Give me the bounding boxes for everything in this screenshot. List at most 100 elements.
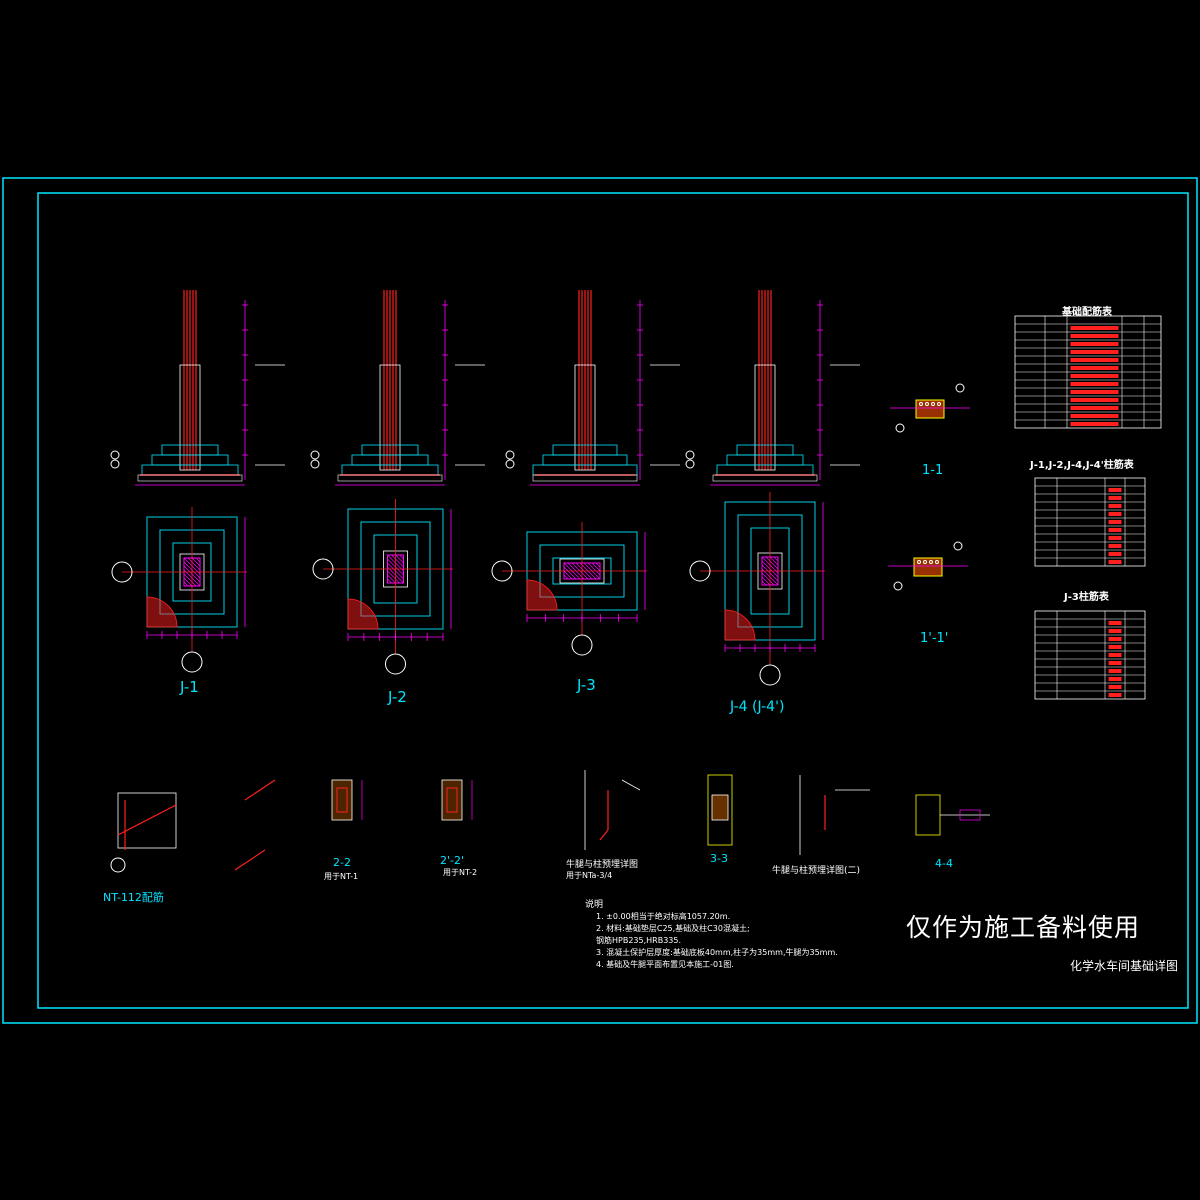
axis-bubble	[312, 558, 334, 580]
rebar-dot	[931, 402, 935, 406]
table-column-3	[1034, 610, 1146, 700]
table-rebar-shape	[1070, 358, 1119, 362]
detail-sketch-2	[234, 849, 266, 871]
column-outline	[379, 364, 401, 471]
section-box	[913, 557, 943, 577]
bubble	[110, 459, 120, 469]
notes-title: 说明	[585, 900, 604, 910]
rebar-tables	[1014, 315, 1162, 700]
table-rebar-shape	[1070, 398, 1119, 402]
section-box	[915, 399, 945, 419]
detail-sketch-1	[244, 779, 276, 801]
table-rebar-shape	[1108, 504, 1122, 508]
hatch-line	[761, 572, 775, 586]
hatch-line	[563, 574, 569, 580]
outer-frame	[2, 177, 1198, 1024]
detail-label-4-4: 4-4	[935, 857, 953, 870]
axis-bubble	[181, 651, 203, 673]
table-rebar-shape	[1108, 520, 1122, 524]
detail-3-3	[707, 774, 733, 846]
detail-label-corbel-2: 牛腿与柱预埋详图(二)	[772, 866, 861, 876]
table-rebar-shape	[1070, 334, 1119, 338]
bubble	[505, 450, 515, 460]
axis-bubble	[111, 561, 133, 583]
footing-elevation-4	[685, 290, 860, 486]
bubble	[953, 541, 963, 551]
detail-sub-2-2: 用于NT-1	[324, 872, 359, 881]
table-rebar-shape	[1108, 669, 1122, 673]
corbel-rebar	[336, 787, 348, 813]
table-rebar-shape	[1108, 685, 1122, 689]
bubble	[310, 459, 320, 469]
hatch-line	[399, 554, 404, 560]
table-rebar-shape	[1108, 536, 1122, 540]
table-title-column-3: J-3柱筋表	[1064, 592, 1109, 603]
bubble	[955, 383, 965, 393]
table-rebar-shape	[1108, 653, 1122, 657]
notes-line-3: 钢筋HPB235,HRB335.	[596, 936, 682, 945]
rebar-dot	[917, 560, 921, 564]
rebar-dot	[935, 560, 939, 564]
embed-plate	[711, 794, 729, 821]
table-rebar-shape	[1108, 512, 1122, 516]
rebar-dot	[925, 402, 929, 406]
table-rebar-shape	[1108, 528, 1122, 532]
footing-plan-3	[491, 522, 647, 656]
table-rebar-shape	[1070, 422, 1119, 426]
section-label-1p-1p: 1'-1'	[920, 631, 949, 646]
detail-outline	[707, 774, 733, 846]
hatch-line	[769, 556, 779, 566]
footing-plan-4	[689, 492, 825, 686]
table-rebar-shape	[1070, 326, 1119, 330]
detail-label-2p-2p: 2'-2'	[440, 854, 465, 867]
table-border	[1034, 610, 1146, 700]
bubble	[110, 450, 120, 460]
table-rebar-shape	[1108, 552, 1122, 556]
corbel-section	[441, 779, 463, 821]
rebar-corner	[347, 598, 379, 630]
hatch-line	[187, 557, 201, 571]
rebar-corner	[146, 596, 178, 628]
table-rebar-shape	[1108, 693, 1122, 697]
footing-label-j2: J-2	[388, 688, 407, 706]
detail-sub-corbel-1: 用于NTa-3/4	[566, 871, 613, 880]
column-sections	[888, 383, 970, 591]
table-rebar-shape	[1108, 560, 1122, 564]
hatch-line	[773, 556, 779, 562]
hatch-line	[191, 557, 201, 567]
footing-bed	[532, 474, 638, 482]
axis-bubble	[759, 664, 781, 686]
notes-line-5: 4. 基础及牛腿平面布置见本施工-01图.	[596, 960, 734, 969]
column-section-1	[890, 383, 970, 433]
hatch-line	[595, 562, 601, 568]
axis-bubble	[571, 634, 593, 656]
table-column-1	[1034, 477, 1146, 567]
table-rebar-shape	[1070, 414, 1119, 418]
table-rebar-shape	[1108, 645, 1122, 649]
table-footing	[1014, 315, 1162, 429]
table-title-footing: 基础配筋表	[1062, 307, 1112, 318]
hatch-line	[591, 562, 601, 572]
hatch-line	[563, 570, 573, 580]
detail-outline	[117, 792, 177, 849]
hatch-line	[587, 562, 601, 576]
notes-line-1: 1. ±0.00相当于绝对标高1057.20m.	[596, 912, 731, 921]
hatch-line	[765, 556, 779, 570]
table-rebar-shape	[1108, 544, 1122, 548]
hatch-line	[395, 554, 404, 564]
detail-label-2-2: 2-2	[333, 856, 351, 869]
detail-label-corbel-1: 牛腿与柱预埋详图	[566, 860, 639, 870]
detail-4-4	[915, 794, 990, 836]
detail-section-1	[331, 779, 363, 821]
table-rebar-shape	[1108, 488, 1122, 492]
detail-label-3-3: 3-3	[710, 852, 728, 865]
detail-drawings	[110, 770, 990, 873]
footing-plans	[111, 492, 825, 686]
table-rebar-shape	[1108, 677, 1122, 681]
dimension-box	[959, 809, 981, 821]
detail-corbel-1	[584, 770, 641, 850]
inner-frame	[37, 192, 1189, 1009]
column-section-2	[888, 541, 968, 591]
hatch-line	[387, 578, 392, 584]
notes-line-4: 3. 混凝土保护层厚度:基础底板40mm,柱子为35mm,牛腿为35mm.	[596, 948, 838, 957]
